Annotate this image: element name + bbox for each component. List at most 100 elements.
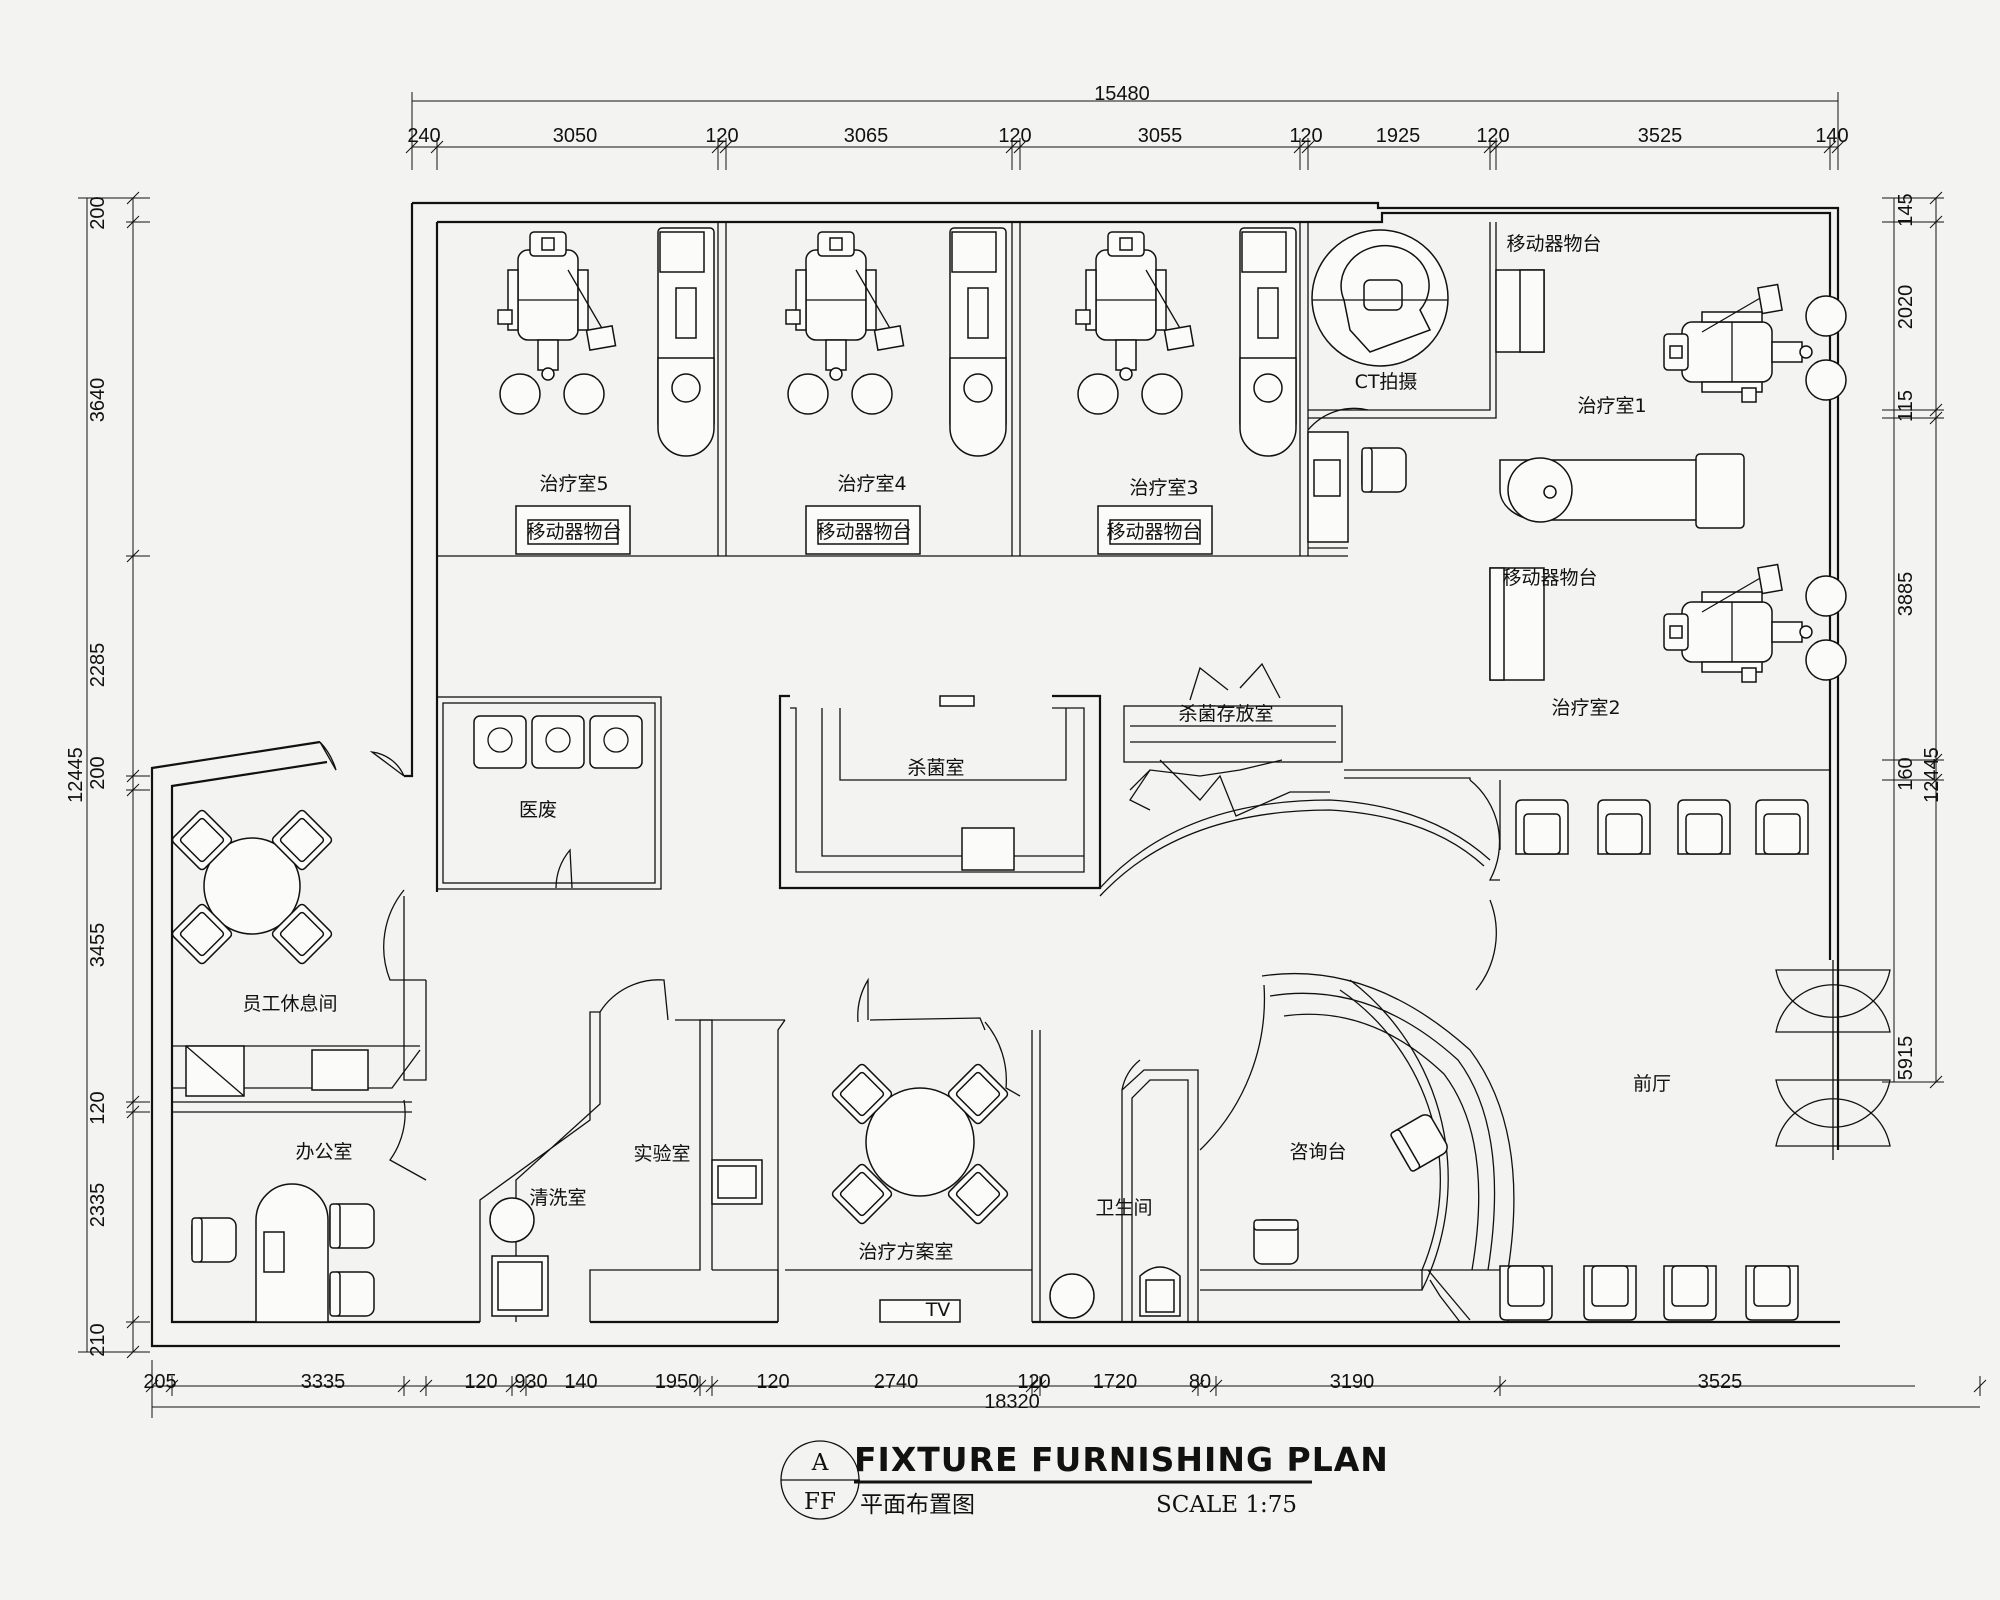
dimension-tick (165, 1379, 179, 1393)
label-treatment3: 治疗室3 (1129, 477, 1198, 499)
dental-chair-room2 (1663, 563, 1847, 683)
dental-chair-room3 (1075, 231, 1195, 415)
lounge-counter (172, 1045, 421, 1097)
dimension-tick (1929, 753, 1943, 767)
dimension-tick (693, 1379, 707, 1393)
plan-title: FIXTURE FURNISHING PLAN (854, 1440, 1389, 1479)
mobile-cart-1 (1495, 269, 1545, 353)
restroom-fixtures (1049, 1266, 1181, 1319)
room-labels: 治疗室5 治疗室4 治疗室3 治疗室1 治疗室2 CT拍摄 移动器物台 移动器物… (242, 233, 1671, 1321)
dimension-tick (719, 140, 733, 154)
dimension-tick (1823, 140, 1837, 154)
reception-counter (1099, 759, 1515, 1323)
washroom-fixtures (489, 1197, 549, 1317)
dim-top-1: 3050 (553, 125, 598, 147)
label-cart-3: 移动器物台 (1106, 521, 1201, 543)
label-lobby: 前厅 (1633, 1073, 1671, 1095)
label-ct: CT拍摄 (1355, 371, 1418, 393)
dim-right-total: 12445 (1921, 747, 1943, 803)
dim-bottom-7: 2740 (874, 1371, 919, 1393)
label-cart-5: 移动器物台 (526, 521, 621, 543)
label-treatment4: 治疗室4 (837, 473, 906, 495)
dimension-tick (1013, 140, 1027, 154)
mobile-cart-2 (1489, 567, 1545, 681)
label-cart-2: 移动器物台 (1502, 567, 1597, 589)
dimension-tick (126, 1095, 140, 1109)
sterilization-fixtures (939, 695, 1015, 871)
dimension-tick (397, 1379, 411, 1393)
ct-scanner (1311, 229, 1449, 367)
dim-bottom-5: 1950 (655, 1371, 700, 1393)
sink-unit-room1 (1499, 453, 1745, 529)
dim-left-7: 210 (87, 1323, 109, 1356)
dimension-tick (1493, 1379, 1507, 1393)
dimension-tick (126, 215, 140, 229)
label-staff-lounge: 员工休息间 (242, 993, 337, 1015)
waste-bins (473, 715, 643, 769)
label-sterilization: 杀菌室 (907, 757, 964, 779)
dimension-tick (1929, 411, 1943, 425)
dim-left-3: 200 (87, 756, 109, 789)
mobile-cart-5 (515, 505, 631, 555)
dim-bottom-9: 1720 (1093, 1371, 1138, 1393)
dim-bottom-4: 140 (564, 1371, 597, 1393)
dental-chair-room5 (497, 231, 617, 415)
dim-right-1: 2020 (1895, 285, 1917, 330)
dimension-tick (126, 769, 140, 783)
dimension-tick (430, 140, 444, 154)
dimension-tick (1929, 403, 1943, 417)
label-restroom: 卫生间 (1095, 1197, 1152, 1219)
label-treatment2: 治疗室2 (1551, 697, 1620, 719)
reception-chairs (1253, 1111, 1451, 1265)
dimension-tick (1929, 215, 1943, 229)
dimension-lines: 15480 18320 12445 12445 240 3050 120 306… (65, 83, 1987, 1418)
sink-cabinet-room4 (949, 227, 1007, 457)
dimension-tick (1025, 1379, 1039, 1393)
dim-top-7: 1925 (1376, 125, 1421, 147)
dim-top-3: 3065 (844, 125, 889, 147)
storage-shelf (1159, 759, 1330, 817)
dimension-tick (1005, 140, 1019, 154)
dim-left-1: 3640 (87, 378, 109, 423)
office-desk (191, 1183, 375, 1323)
dim-top-0: 240 (407, 125, 440, 147)
dim-top-2: 120 (705, 125, 738, 147)
label-cart-1: 移动器物台 (1506, 233, 1601, 255)
dimension-tick (419, 1379, 433, 1393)
dim-top-4: 120 (998, 125, 1031, 147)
dim-bottom-12: 3525 (1698, 1371, 1743, 1393)
dimension-tick (126, 191, 140, 205)
label-treatment1: 治疗室1 (1577, 395, 1646, 417)
dimension-tick (1831, 140, 1845, 154)
dim-top-5: 3055 (1138, 125, 1183, 147)
dimension-tick (1191, 1379, 1205, 1393)
label-plan-room: 治疗方案室 (858, 1241, 953, 1263)
dimension-tick (126, 549, 140, 563)
interior-walls (172, 222, 1830, 1322)
dim-left-total: 12445 (65, 747, 87, 803)
dimension-tick (126, 1345, 140, 1359)
dimension-tick (1209, 1379, 1223, 1393)
dimension-tick (405, 140, 419, 154)
dim-left-5: 120 (87, 1091, 109, 1124)
dim-bottom-3: 930 (514, 1371, 547, 1393)
mobile-cart-4 (805, 505, 921, 555)
dim-left-0: 200 (87, 196, 109, 229)
dimension-tick (1973, 1379, 1987, 1393)
plan-table-set (830, 1062, 1010, 1323)
label-office: 办公室 (295, 1141, 352, 1163)
dimension-tick (711, 140, 725, 154)
lounge-table-set (170, 808, 334, 966)
dental-chair-room1 (1663, 283, 1847, 403)
dim-right-5: 5915 (1895, 1036, 1917, 1081)
label-reception: 咨询台 (1289, 1141, 1346, 1163)
lobby-armchairs-bottom (1499, 1265, 1799, 1321)
lobby-armchairs-top (1515, 799, 1809, 855)
operator-desk (1307, 431, 1407, 543)
dim-left-4: 3455 (87, 923, 109, 968)
dim-top-8: 120 (1476, 125, 1509, 147)
dim-bottom-10: 80 (1189, 1371, 1211, 1393)
dimension-tick (1301, 140, 1315, 154)
dim-right-4: 160 (1895, 757, 1917, 790)
